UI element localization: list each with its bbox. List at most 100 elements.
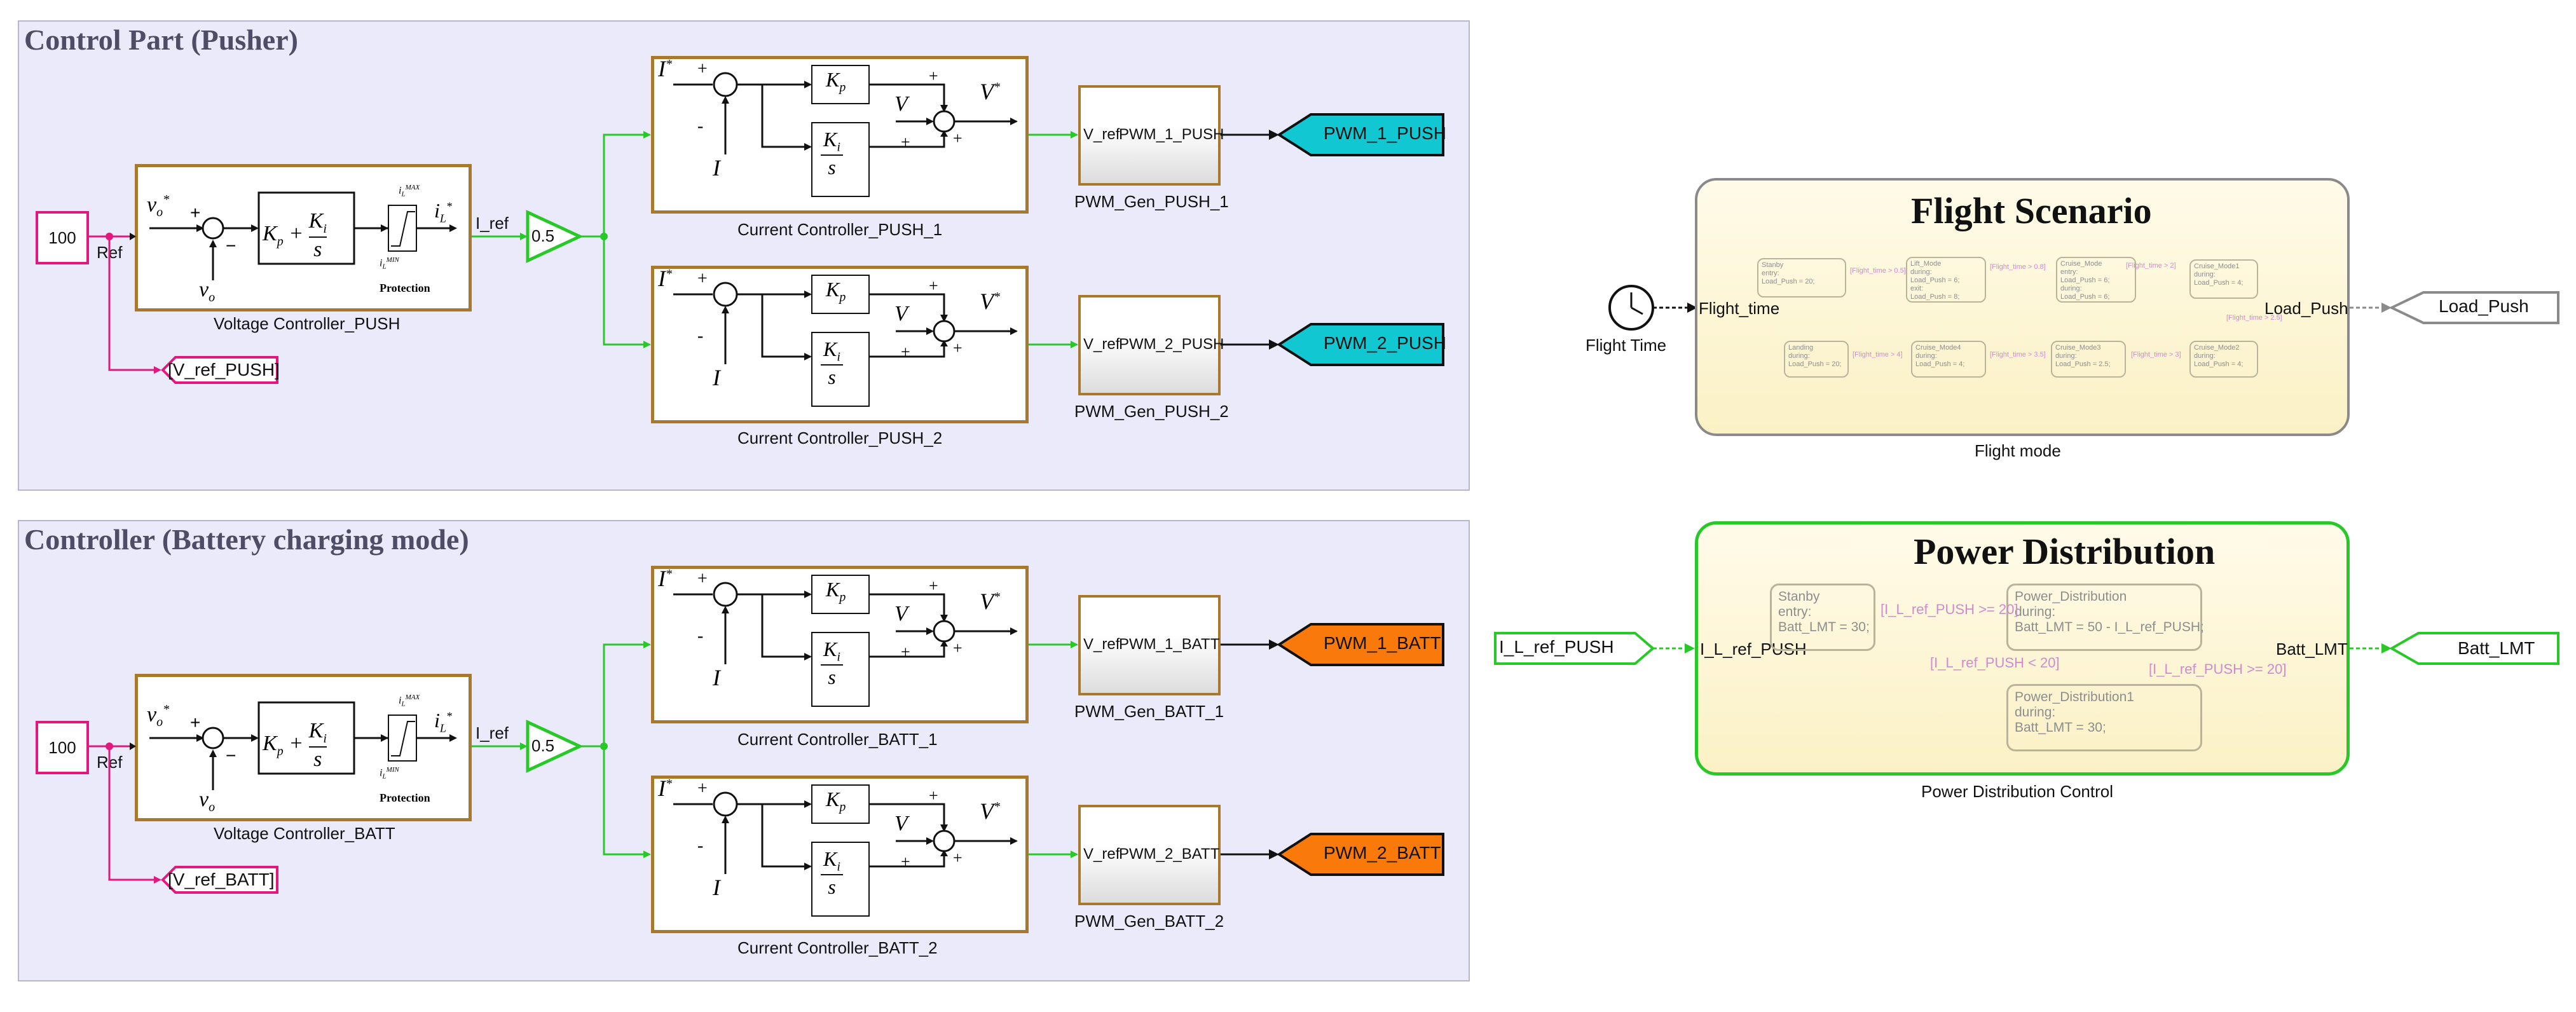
v-symbol: V: [894, 602, 908, 626]
flight-state-cruise-mode2[interactable]: Cruise_Mode2 during: Load_Push = 4;: [2189, 341, 2258, 378]
minus-sign: -: [697, 626, 704, 646]
pwm-gen-batt-1[interactable]: [1078, 595, 1221, 695]
load-push-goto[interactable]: Load_Push: [2439, 296, 2529, 316]
power-distribution-chart[interactable]: [1695, 521, 2350, 776]
flight-transition-5: [Flight_time > 3]: [2131, 351, 2181, 359]
flight-state-stanby[interactable]: Stanby entry: Load_Push = 20;: [1757, 258, 1846, 297]
v-star-symbol: V*: [980, 79, 1000, 104]
flight-transition-7: [Flight_time > 4]: [1853, 351, 1903, 359]
v-symbol: V: [894, 302, 908, 325]
vo-star-symbol: vo*: [147, 702, 170, 730]
protection-label: Protection: [380, 282, 430, 294]
plus-sign: +: [929, 786, 938, 805]
kp-symbol: Kp: [826, 68, 846, 95]
pwm-2-push-goto[interactable]: PWM_2_PUSH: [1324, 333, 1446, 353]
batt-lmt-goto[interactable]: Batt_LMT: [2458, 638, 2535, 658]
i-symbol: I: [713, 665, 720, 690]
il-min-symbol: iLMIN: [380, 766, 399, 781]
voltage-controller-name: Voltage Controller_PUSH: [214, 314, 401, 333]
i-star-symbol: I*: [658, 776, 672, 801]
load-push-port: Load_Push: [2264, 299, 2348, 318]
current-controller-diagram: [673, 575, 1018, 707]
v-star-symbol: V*: [980, 589, 1000, 614]
flight-state-cruise-mode4[interactable]: Cruise_Mode4 during: Load_Push = 4;: [1911, 341, 1986, 378]
minus-sign: -: [697, 116, 704, 136]
pwm-gen-batt-2-in: V_ref: [1083, 845, 1120, 863]
flight-state-lift-mode[interactable]: Lift_Mode during: Load_Push = 6; exit: L…: [1906, 257, 1986, 303]
i-ref-label: I_ref: [476, 723, 509, 742]
flight-time-clock-label: Flight Time: [1586, 336, 1667, 355]
pwm-gen-push-1-out: PWM_1_PUSH: [1119, 126, 1224, 143]
v-star-symbol: V*: [980, 798, 1000, 824]
plus-sign: +: [901, 343, 910, 361]
flight-state-cruise-mode[interactable]: Cruise_Mode entry: Load_Push = 6; during…: [2056, 257, 2136, 303]
pwm-gen-push-2[interactable]: [1078, 295, 1221, 395]
current-controller-batt-2-name: Current Controller_BATT_2: [737, 938, 938, 957]
pwm-1-push-goto[interactable]: PWM_1_PUSH: [1324, 123, 1446, 143]
il-max-symbol: iLMAX: [399, 694, 420, 708]
power-state-distribution[interactable]: Power_Distribution during: Batt_LMT = 50…: [2006, 584, 2204, 651]
flight-state-landing[interactable]: Landing during: Load_Push = 20;: [1784, 341, 1849, 378]
vref-batt-goto[interactable]: [V_ref_BATT]: [168, 870, 275, 889]
flight-mode-name: Flight mode: [1975, 441, 2061, 460]
protection-label: Protection: [380, 791, 430, 804]
power-transition-1: [I_L_ref_PUSH >= 20]: [1881, 601, 2018, 617]
il-max-symbol: iLMAX: [399, 184, 420, 198]
plus-sign: +: [929, 277, 938, 295]
plus-sign: +: [929, 67, 938, 85]
i-ref-label: I_ref: [476, 214, 509, 233]
vref-push-goto[interactable]: [V_ref_PUSH]: [168, 360, 280, 380]
i-symbol: I: [713, 875, 720, 900]
plus-sign: +: [953, 129, 963, 147]
gain-value[interactable]: 0.5: [531, 736, 555, 755]
flight-state-cruise-mode1[interactable]: Cruise_Mode1 during: Load_Push = 4;: [2189, 259, 2258, 299]
power-transition-3: [I_L_ref_PUSH >= 20]: [2149, 661, 2287, 677]
push-wiring: [89, 113, 1444, 384]
i-symbol: I: [713, 155, 720, 181]
constant-block[interactable]: 100: [36, 721, 89, 774]
kp-symbol: Kp: [826, 278, 846, 304]
pwm-1-batt-goto[interactable]: PWM_1_BATT: [1324, 633, 1441, 653]
pwm-gen-push-1-name: PWM_Gen_PUSH_1: [1074, 192, 1229, 211]
pwm-gen-batt-2[interactable]: [1078, 805, 1221, 905]
flight-transition-4: [Flight_time > 2.5]: [2226, 314, 2282, 322]
plus-sign: +: [697, 59, 708, 79]
current-controller-diagram: [673, 65, 1018, 197]
i-star-symbol: I*: [658, 566, 672, 591]
pwm-gen-push-2-name: PWM_Gen_PUSH_2: [1074, 402, 1229, 421]
plus-sign: +: [901, 643, 910, 661]
i-star-symbol: I*: [658, 56, 672, 81]
pwm-gen-push-1-in: V_ref: [1083, 126, 1120, 143]
pwm-gen-batt-1-out: PWM_1_BATT: [1119, 636, 1220, 653]
flight-mode-chart[interactable]: [1695, 178, 2350, 436]
power-state-distribution1[interactable]: Power_Distribution1 during: Batt_LMT = 3…: [2006, 684, 2202, 751]
il-star-symbol: iL*: [434, 709, 452, 735]
plus-sign: +: [901, 133, 910, 151]
constant-block[interactable]: 100: [36, 211, 89, 264]
plus-sign: +: [901, 852, 910, 871]
il-min-symbol: iLMIN: [380, 256, 399, 271]
gain-value[interactable]: 0.5: [531, 226, 555, 245]
pwm-gen-push-1[interactable]: [1078, 85, 1221, 186]
il-star-symbol: iL*: [434, 199, 452, 225]
i-l-ref-push-from-tag[interactable]: I_L_ref_PUSH: [1499, 637, 1614, 657]
flight-state-cruise-mode3[interactable]: Cruise_Mode3 during: Load_Push = 2.5;: [2051, 341, 2126, 378]
batt-wiring: [89, 623, 1444, 894]
pwm-gen-push-2-out: PWM_2_PUSH: [1119, 336, 1224, 353]
power-state-stanby[interactable]: Stanby entry: Batt_LMT = 30;: [1770, 584, 1875, 651]
pwm-2-batt-goto[interactable]: PWM_2_BATT: [1324, 843, 1441, 863]
minus-sign: -: [697, 326, 704, 346]
